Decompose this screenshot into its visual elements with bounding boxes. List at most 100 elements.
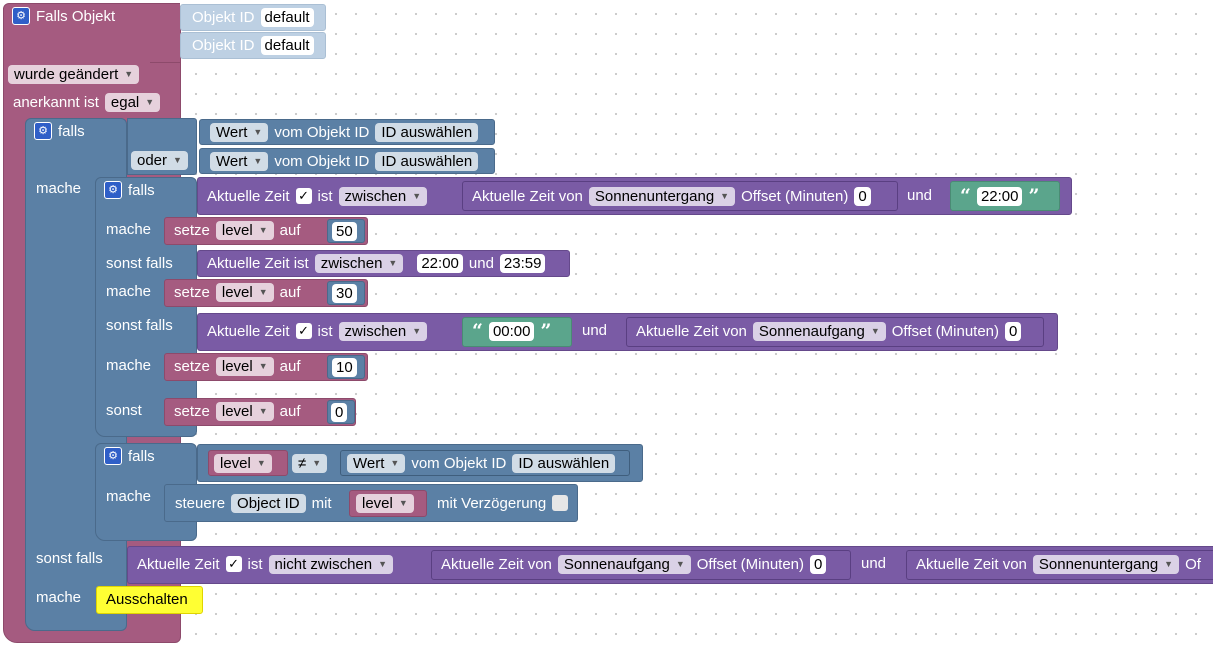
inner-else-if-label: sonst falls <box>106 317 173 334</box>
set-variable-row-2: setze level▼ auf <box>174 279 301 305</box>
is-label: ist <box>317 187 333 205</box>
variable-dropdown[interactable]: level▼ <box>215 220 274 240</box>
end-time-input[interactable]: 23:59 <box>499 253 546 273</box>
offset-input[interactable]: 0 <box>810 554 827 574</box>
number-input[interactable]: 10 <box>332 357 357 377</box>
number-input[interactable]: 50 <box>332 221 357 241</box>
variable-dropdown[interactable]: level▼ <box>215 401 274 421</box>
sunset-dropdown[interactable]: Sonnenuntergang▼ <box>588 186 736 206</box>
delay-row: mit Verzögerung <box>437 490 569 516</box>
variable-dropdown[interactable]: level▼ <box>214 453 272 473</box>
object-id-row-2: Objekt ID default <box>192 32 314 58</box>
time-compare-row-1: Aktuelle Zeit ✓ ist zwischen▼ <box>207 183 428 209</box>
start-time-input[interactable]: 22:00 <box>417 253 463 273</box>
astro-time-row-3: Aktuelle Zeit von Sonnenaufgang▼ Offset … <box>441 551 827 577</box>
switch-off-block[interactable] <box>96 586 203 614</box>
number-input[interactable]: 30 <box>332 283 357 303</box>
checkbox[interactable]: ✓ <box>295 323 312 339</box>
chevron-down-icon: ▼ <box>253 155 263 166</box>
offset-input[interactable]: 0 <box>854 186 871 206</box>
chevron-down-icon: ▼ <box>258 360 268 371</box>
text-input[interactable]: 00:00 <box>488 321 535 341</box>
value-dropdown[interactable]: Wert▼ <box>210 122 269 142</box>
compare-do-label: mache <box>106 488 152 505</box>
text-input[interactable]: 22:00 <box>976 186 1023 206</box>
control-row: steuere Object ID mit <box>175 490 332 516</box>
offset-input[interactable]: 0 <box>1005 321 1022 341</box>
select-id-field[interactable]: ID auswählen <box>375 151 479 171</box>
current-time-of-label: Aktuelle Zeit von <box>472 187 583 205</box>
gear-icon[interactable]: ⚙ <box>104 181 122 199</box>
number-row-0: 0 <box>331 399 348 425</box>
set-label: setze <box>174 402 210 420</box>
inner-else-label: sonst <box>106 402 142 419</box>
variable-dropdown[interactable]: level▼ <box>356 493 414 513</box>
chevron-down-icon: ▼ <box>173 154 182 165</box>
operator-row: ≠▼ <box>292 450 328 476</box>
gear-icon[interactable]: ⚙ <box>34 122 52 140</box>
select-id-field[interactable]: ID auswählen <box>375 122 479 142</box>
current-time-is-label: Aktuelle Zeit ist <box>207 254 309 272</box>
number-row-50: 50 <box>332 218 357 244</box>
from-object-label: vom Objekt ID <box>274 123 370 141</box>
chevron-down-icon: ▼ <box>256 457 266 468</box>
gear-icon[interactable]: ⚙ <box>12 7 30 25</box>
is-label: ist <box>247 555 263 573</box>
object-id-value[interactable]: default <box>260 35 314 55</box>
to-label: auf <box>279 357 301 375</box>
sunrise-dropdown[interactable]: Sonnenaufgang▼ <box>752 321 886 341</box>
set-label: setze <box>174 221 210 239</box>
or-dropdown[interactable]: oder▼ <box>131 150 188 170</box>
between-dropdown[interactable]: zwischen▼ <box>314 253 404 273</box>
changed-dropdown[interactable]: wurde geändert▼ <box>8 64 140 84</box>
value-dropdown[interactable]: Wert▼ <box>210 151 269 171</box>
open-quote-icon: “ <box>960 184 971 207</box>
sunset-dropdown[interactable]: Sonnenuntergang▼ <box>1032 554 1180 574</box>
to-label: auf <box>279 221 301 239</box>
current-time-label: Aktuelle Zeit <box>207 322 290 340</box>
sunrise-dropdown[interactable]: Sonnenaufgang▼ <box>557 554 691 574</box>
checkbox[interactable]: ✓ <box>225 556 242 572</box>
variable-dropdown[interactable]: level▼ <box>215 356 274 376</box>
inner-do-label: mache <box>106 221 152 238</box>
object-id-label: Objekt ID <box>192 36 255 54</box>
is-label: ist <box>317 322 333 340</box>
checkbox[interactable]: ✓ <box>295 188 312 204</box>
value-from-object-row-1: Wert▼ vom Objekt ID ID auswählen <box>210 119 479 145</box>
set-label: setze <box>174 357 210 375</box>
number-input[interactable]: 0 <box>331 402 348 422</box>
between-dropdown[interactable]: zwischen▼ <box>338 186 428 206</box>
delay-checkbox[interactable] <box>552 495 569 511</box>
switch-off-row: Ausschalten <box>106 586 188 612</box>
value-dropdown[interactable]: Wert▼ <box>347 453 406 473</box>
event-title: Falls Objekt <box>36 7 116 25</box>
object-id-field[interactable]: Object ID <box>231 493 306 513</box>
chevron-down-icon: ▼ <box>258 224 268 235</box>
and-label: und <box>907 187 933 204</box>
not-between-dropdown[interactable]: nicht zwischen▼ <box>268 554 394 574</box>
close-quote-icon: ” <box>540 319 552 342</box>
chevron-down-icon: ▼ <box>258 286 268 297</box>
gear-icon[interactable]: ⚙ <box>104 447 122 465</box>
chevron-down-icon: ▼ <box>398 497 408 508</box>
from-object-label: vom Objekt ID <box>274 152 370 170</box>
number-row-30: 30 <box>332 280 357 306</box>
ack-dropdown[interactable]: egal▼ <box>104 92 161 112</box>
operator-dropdown[interactable]: ≠▼ <box>292 453 328 473</box>
compare-if-label: falls <box>128 447 155 465</box>
set-variable-row-4: setze level▼ auf <box>174 398 301 424</box>
chevron-down-icon: ▼ <box>675 558 685 569</box>
astro-time-block-1[interactable] <box>462 181 898 211</box>
inner-do-label: mache <box>106 357 152 374</box>
between-dropdown[interactable]: zwischen▼ <box>338 321 428 341</box>
object-id-value[interactable]: default <box>260 7 314 27</box>
variable-dropdown[interactable]: level▼ <box>215 282 274 302</box>
open-quote-icon: “ <box>472 319 483 342</box>
compare-if-header: ⚙ falls <box>104 443 155 469</box>
level-variable-row-1: level▼ <box>214 450 272 476</box>
text-row-0000: “ 00:00 ” <box>472 318 551 344</box>
select-id-field[interactable]: ID auswählen <box>512 453 616 473</box>
chevron-down-icon: ▼ <box>720 190 730 201</box>
outer-if-label: falls <box>58 122 85 140</box>
from-object-label: vom Objekt ID <box>411 454 507 472</box>
